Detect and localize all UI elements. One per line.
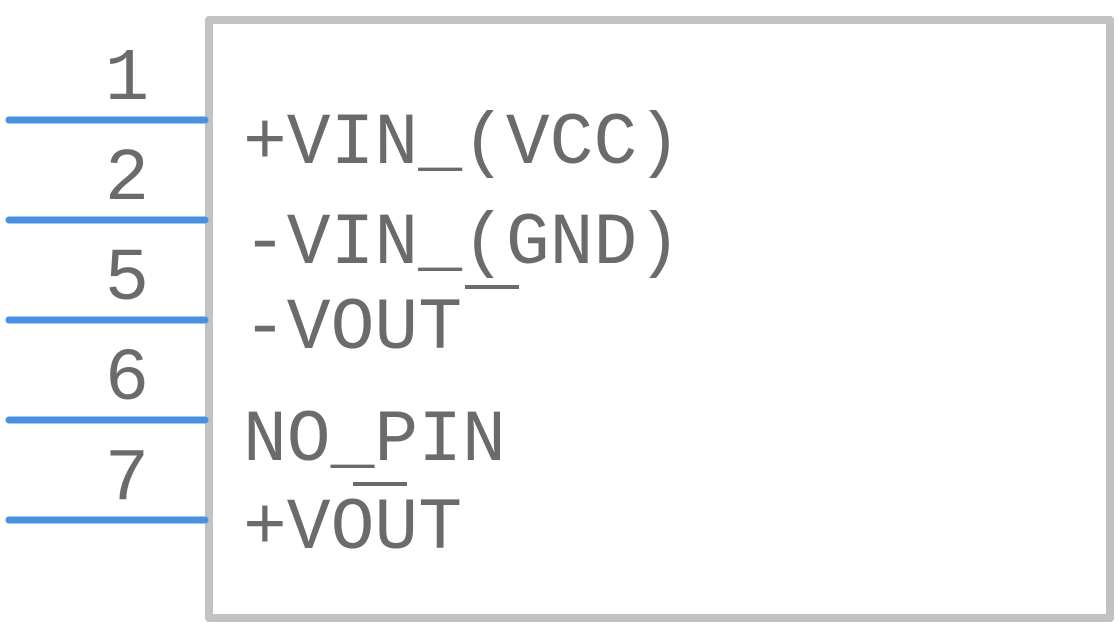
pin-1-name: +VIN_(VCC) [243,102,681,185]
pin-1[interactable]: 1 +VIN_(VCC) [5,38,681,185]
pin-1-number: 1 [105,38,149,122]
pin-2-number: 2 [105,138,149,222]
pin-6[interactable]: 6 NO_PIN [5,338,506,482]
pin-5-name: -VOUT [243,287,462,370]
pin-5-number: 5 [105,238,149,322]
pin-5[interactable]: 5 -VOUT [5,238,519,370]
pin-2-name: -VIN_(GND) [243,202,681,285]
pin-7-number: 7 [105,438,149,522]
pin-6-number: 6 [105,338,149,422]
pin-7[interactable]: 7 +VOUT [5,438,462,570]
pin-7-name: +VOUT [243,487,462,570]
pin-6-name: NO_PIN [243,399,506,482]
component-body-outline [205,16,1114,622]
pin-2[interactable]: 2 -VIN_(GND) [5,138,681,285]
